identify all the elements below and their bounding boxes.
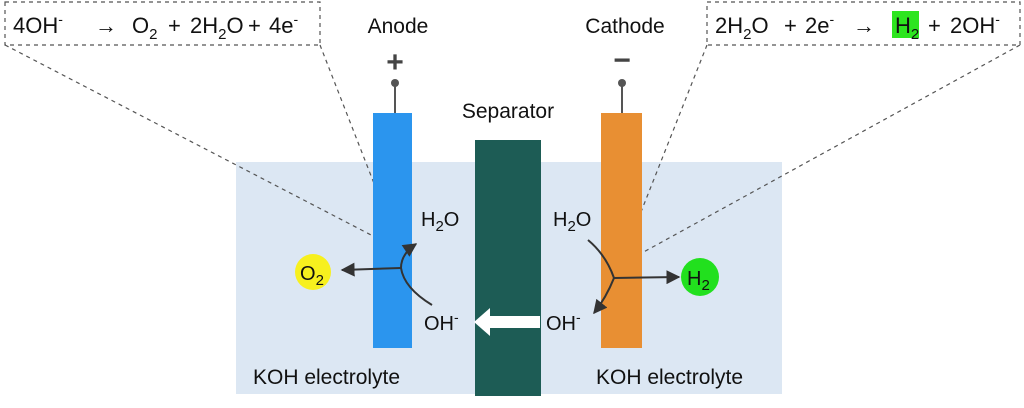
anode-label: Anode [368,15,429,38]
separator-label: Separator [462,100,554,123]
cathode-reaction-equation: 2H2O + 2e- → H2 + 2OH- [715,4,1000,44]
cathode-reaction-box [706,1,1021,46]
cathode-h2o-label: H2O [553,209,591,235]
h2-highlight [892,11,919,38]
positive-sign: + [386,46,404,79]
anode-electrode [373,113,412,348]
h2-bubble [681,258,719,296]
anode-h2o-label: H2O [421,209,459,235]
anode-callout-lines [4,44,401,251]
cathode-oh-label: OH- [546,309,581,335]
electrolyte-left-label: KOH electrolyte [253,366,400,389]
cathode-electrode [601,113,642,348]
h2-label: H2 [687,268,710,294]
hydroxide-migration-arrow [474,308,540,336]
o2-bubble [295,254,331,290]
cathode-terminal [618,79,626,113]
o2-label: O2 [300,263,324,289]
anode-oh-label: OH- [424,309,459,335]
cathode-reaction-arrows [587,239,681,315]
anode-reaction-box [4,1,321,46]
anode-terminal [391,79,399,113]
anode-reaction-equation: 4OH- → O2 + 2H2O + 4e- [13,4,298,44]
separator-membrane [475,140,541,396]
cathode-label: Cathode [585,15,664,38]
negative-sign: − [613,44,631,77]
electrolyte-right-label: KOH electrolyte [596,366,743,389]
anode-reaction-arrows [340,243,433,306]
